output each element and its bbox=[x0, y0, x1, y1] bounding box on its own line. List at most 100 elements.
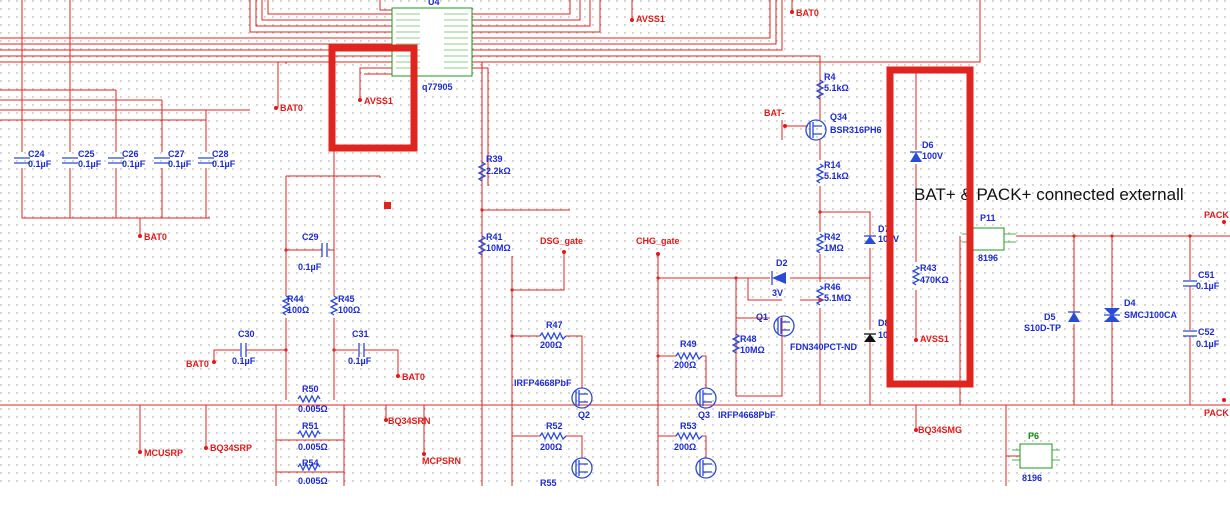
net-pack-top: PACK bbox=[1204, 210, 1229, 220]
r41-val: 10MΩ bbox=[486, 243, 511, 253]
net-bat0-top: BAT0 bbox=[796, 8, 819, 18]
resistor-r52[interactable]: R52 200Ω bbox=[539, 421, 567, 452]
capacitor-c25[interactable]: C25 0.1µF bbox=[62, 149, 102, 169]
r44-ref: R44 bbox=[287, 294, 304, 304]
q1-val: FDN340PCT-ND bbox=[790, 342, 858, 352]
mosfet-q5-partial[interactable] bbox=[695, 457, 717, 479]
d5-val: S10D-TP bbox=[1024, 323, 1061, 333]
r42-ref: R42 bbox=[824, 232, 841, 242]
d7-ref: D7 bbox=[878, 224, 890, 234]
c31-ref: C31 bbox=[352, 329, 369, 339]
c26-ref: C26 bbox=[122, 149, 139, 159]
r51-ref: R51 bbox=[302, 421, 319, 431]
c31-val: 0.1µF bbox=[348, 356, 372, 366]
resistor-r50[interactable]: R50 0.005Ω bbox=[297, 384, 328, 414]
mosfet-q3[interactable]: IRFP4668PbF Q3 bbox=[695, 387, 776, 420]
net-avss1-top: AVSS1 bbox=[636, 14, 665, 24]
net-mcpsrn: MCPSRN bbox=[422, 456, 461, 466]
q3-val: IRFP4668PbF bbox=[718, 410, 776, 420]
capacitor-c30[interactable]: C30 0.1µF bbox=[232, 329, 256, 366]
r51-val: 0.005Ω bbox=[298, 442, 328, 452]
capacitor-c31[interactable]: C31 0.1µF bbox=[348, 329, 372, 366]
mosfet-q2[interactable]: IRFP4668PbF Q2 bbox=[514, 378, 593, 420]
p11-ref: P11 bbox=[980, 213, 996, 223]
top-bus-wires bbox=[0, 0, 981, 160]
mosfet-q1[interactable]: Q1 FDN340PCT-ND bbox=[756, 312, 858, 352]
net-bat-minus: BAT- bbox=[764, 108, 784, 118]
resistor-r42[interactable]: R42 1MΩ bbox=[815, 232, 844, 254]
capacitor-c26[interactable]: C26 0.1µF bbox=[108, 149, 146, 169]
c26-val: 0.1µF bbox=[122, 159, 146, 169]
r47-ref: R47 bbox=[546, 320, 563, 330]
resistor-r53[interactable]: R53 200Ω bbox=[674, 421, 703, 452]
capacitor-c24[interactable]: C24 0.1µF bbox=[14, 149, 52, 169]
resistor-r45[interactable]: R45 100Ω bbox=[329, 294, 360, 316]
c29-ref: C29 bbox=[302, 232, 319, 242]
c28-ref: C28 bbox=[212, 149, 229, 159]
resistor-r44[interactable]: R44 100Ω bbox=[281, 294, 309, 316]
main-bus-wires bbox=[0, 404, 1230, 486]
net-dsg-gate: DSG_gate bbox=[540, 236, 583, 246]
mosfet-q4-partial[interactable] bbox=[571, 457, 593, 479]
resistor-r51[interactable]: R51 0.005Ω bbox=[297, 421, 328, 452]
gate-drive-wires bbox=[481, 62, 871, 486]
d4-val: SMCJ100CA bbox=[1124, 310, 1178, 320]
diode-d6[interactable]: D6 100V bbox=[910, 140, 943, 162]
c27-val: 0.1µF bbox=[168, 159, 192, 169]
net-labels: AVSS1 BAT0 BAT0 AVSS1 BAT0 BAT- DSG_gate… bbox=[138, 8, 1229, 466]
resistor-r46[interactable]: R46 5.1MΩ bbox=[815, 282, 851, 306]
capacitor-c28[interactable]: C28 0.1µF bbox=[198, 149, 236, 169]
annotation-text: BAT+ & PACK+ connected externall bbox=[914, 185, 1184, 204]
capacitor-c27[interactable]: C27 0.1µF bbox=[154, 149, 192, 169]
capacitor-c29[interactable]: C29 0.1µF bbox=[298, 232, 328, 272]
left-cap-bank-wires bbox=[0, 0, 250, 236]
r4-val: 5.1kΩ bbox=[824, 83, 849, 93]
diode-d4[interactable]: D4 SMCJ100CA bbox=[1104, 298, 1178, 322]
r46-val: 5.1MΩ bbox=[824, 293, 851, 303]
selection-marker[interactable] bbox=[384, 202, 391, 209]
r50-ref: R50 bbox=[302, 384, 319, 394]
diode-d5[interactable]: D5 S10D-TP bbox=[1024, 311, 1080, 333]
diode-d8[interactable]: D8 10 bbox=[864, 318, 890, 342]
resistor-r4[interactable]: R4 5.1kΩ bbox=[815, 72, 849, 100]
resistor-r43[interactable]: R43 470KΩ bbox=[911, 263, 949, 286]
c24-ref: C24 bbox=[28, 149, 45, 159]
c27-ref: C27 bbox=[168, 149, 185, 159]
c25-ref: C25 bbox=[78, 149, 95, 159]
mosfet-q34[interactable]: Q34 BSR316PH6 bbox=[805, 112, 882, 141]
r55-ref: R55 bbox=[540, 478, 557, 488]
resistor-r48[interactable]: R48 10MΩ bbox=[731, 333, 765, 355]
resistor-r14[interactable]: R14 5.1kΩ bbox=[815, 160, 849, 184]
c51-val: 0.1µF bbox=[1196, 281, 1220, 291]
resistor-r47[interactable]: R47 200Ω bbox=[539, 320, 567, 350]
capacitor-c51[interactable]: C51 0.1µF bbox=[1183, 270, 1220, 291]
r14-val: 5.1kΩ bbox=[824, 171, 849, 181]
capacitor-c52[interactable]: C52 0.1µF bbox=[1183, 327, 1220, 349]
p11-val: 8196 bbox=[978, 253, 998, 263]
c25-val: 0.1µF bbox=[78, 159, 102, 169]
c52-ref: C52 bbox=[1198, 327, 1215, 337]
c28-val: 0.1µF bbox=[212, 159, 236, 169]
r53-val: 200Ω bbox=[674, 442, 696, 452]
net-bat0-left: BAT0 bbox=[280, 103, 303, 113]
net-bat0-mid: BAT0 bbox=[144, 232, 167, 242]
r42-val: 1MΩ bbox=[824, 243, 844, 253]
r39-val: 2.2kΩ bbox=[486, 166, 511, 176]
diode-d2[interactable]: D2 3V bbox=[771, 258, 788, 298]
ic-u4[interactable]: U4 q77905 bbox=[391, 0, 473, 92]
r14-ref: R14 bbox=[824, 160, 841, 170]
c29-val: 0.1µF bbox=[298, 262, 322, 272]
connector-p6[interactable]: P6 8196 bbox=[1012, 431, 1060, 483]
c24-val: 0.1µF bbox=[28, 159, 52, 169]
net-bq34srp: BQ34SRP bbox=[210, 443, 252, 453]
d5-ref: D5 bbox=[1044, 312, 1056, 322]
resistor-r41[interactable]: R41 10MΩ bbox=[477, 232, 511, 256]
resistor-r49[interactable]: R49 200Ω bbox=[674, 339, 703, 370]
r43-ref: R43 bbox=[920, 263, 937, 273]
resistor-r39[interactable]: R39 2.2kΩ bbox=[477, 154, 511, 182]
resistor-r54[interactable]: R54 0.005Ω bbox=[297, 458, 328, 486]
d2-val: 3V bbox=[772, 288, 783, 298]
q34-val: BSR316PH6 bbox=[830, 125, 882, 135]
r48-ref: R48 bbox=[740, 334, 757, 344]
